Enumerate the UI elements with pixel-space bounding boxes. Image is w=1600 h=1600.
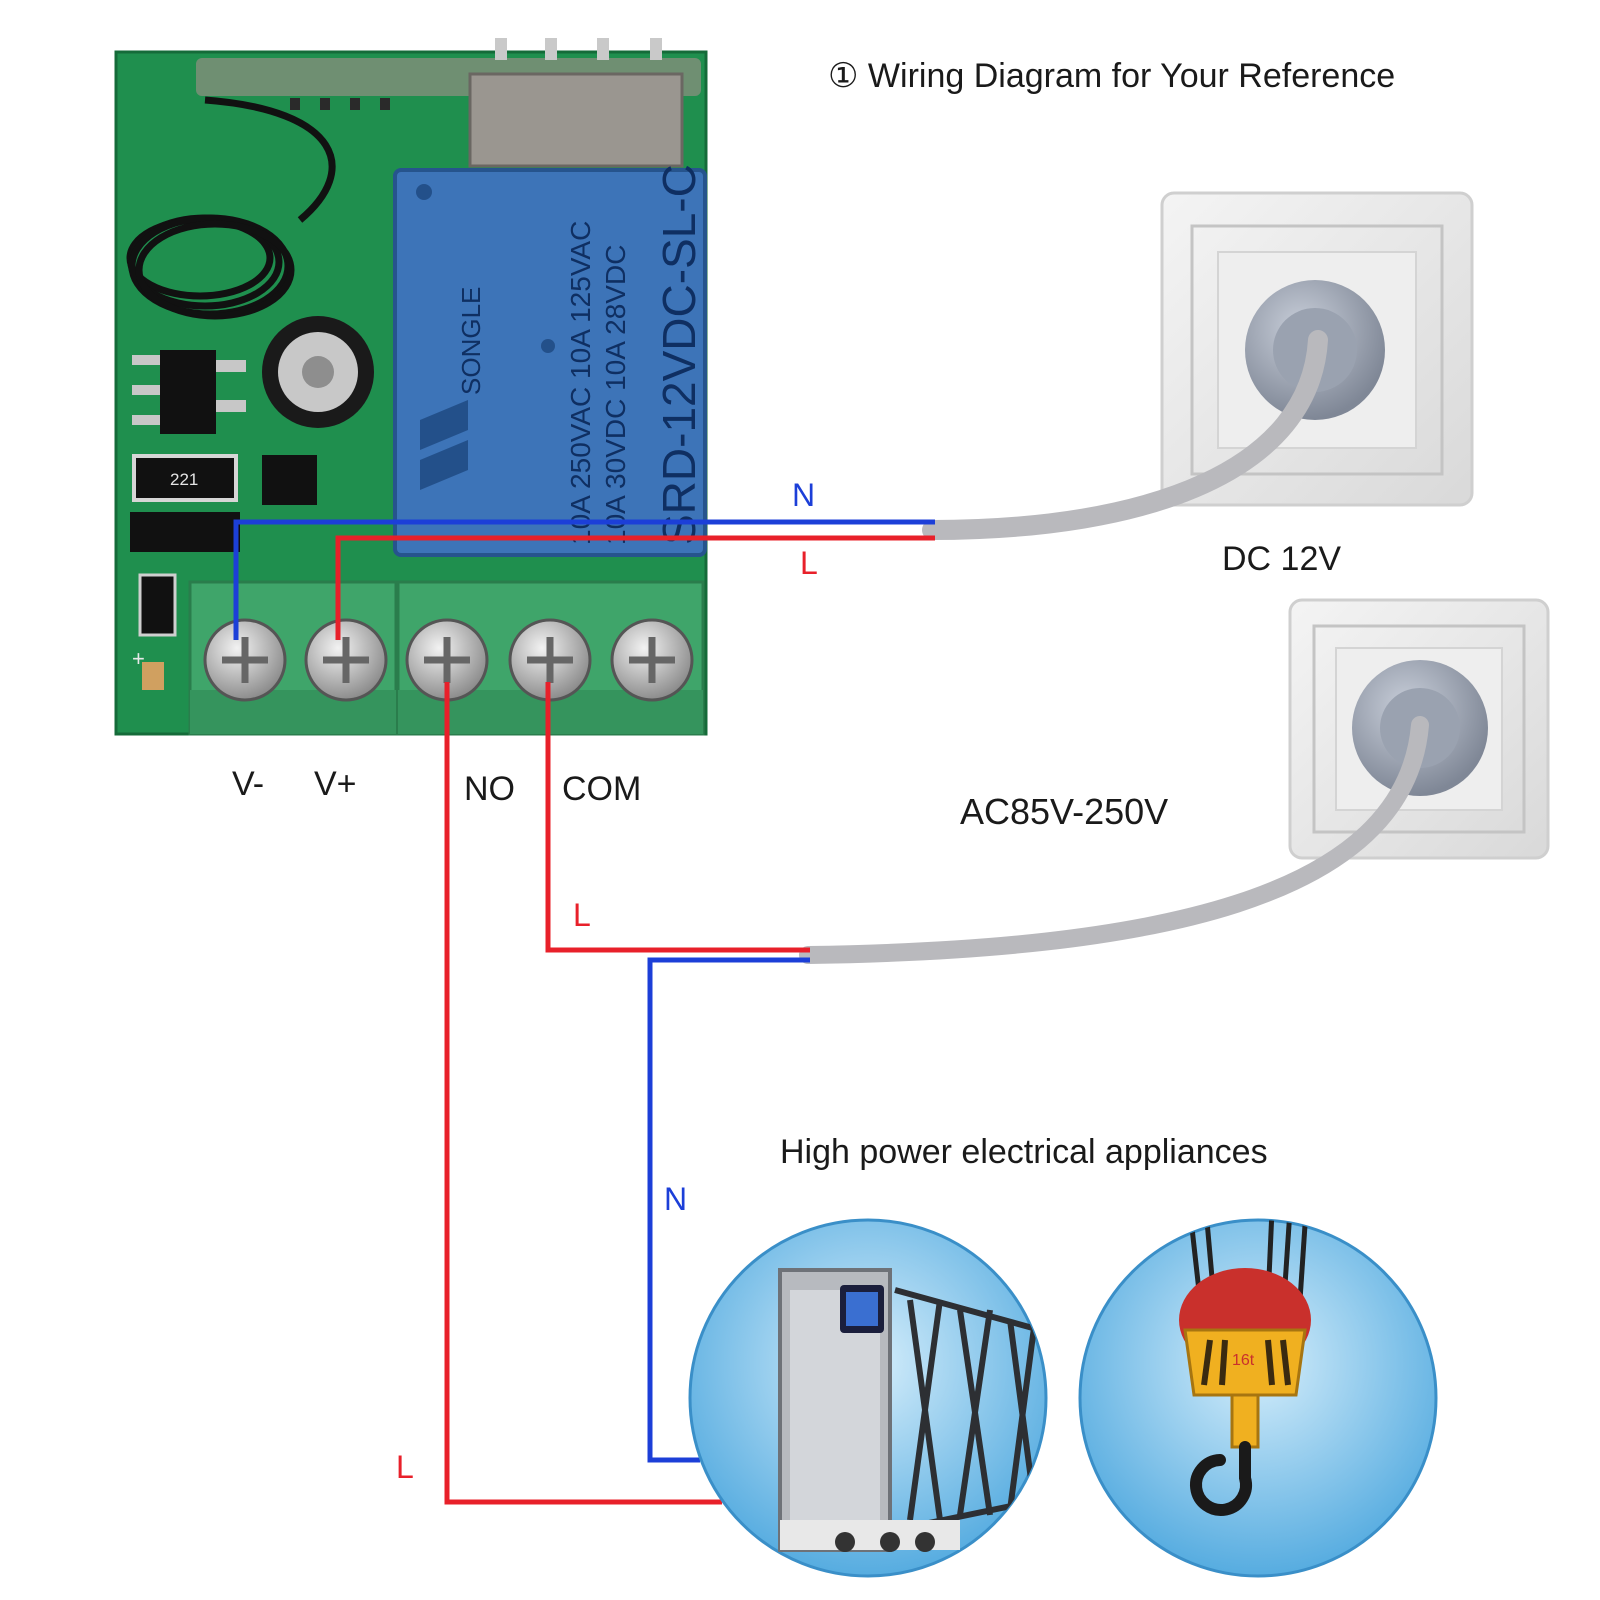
- resistor-221: [132, 454, 238, 502]
- relay: SONGLE SRD-12VDC-SL-C 10A 250VAC 10A 125…: [393, 164, 707, 557]
- svg-text:+: +: [132, 646, 145, 671]
- regulator-chip: [160, 350, 216, 434]
- crane-hook-appliance-circle: 16t: [1078, 1218, 1438, 1578]
- terminal-label-v-minus: V-: [232, 765, 264, 803]
- hook-rating: 16t: [1232, 1352, 1255, 1369]
- screw-v-plus: [304, 618, 388, 702]
- screw-nc: [610, 618, 694, 702]
- terminal-label-v-plus: V+: [314, 765, 357, 803]
- wire-label-dc-live: L: [800, 545, 818, 581]
- terminal-label-com: COM: [562, 770, 641, 808]
- dc-live-wire: [335, 535, 935, 640]
- ac-supply-cable: [799, 716, 1429, 964]
- receiver-module: 221 + SONGLE SRD-12VDC-SL-C 10A 250VAC 1…: [114, 38, 708, 736]
- no-live-wire: [444, 682, 722, 1505]
- appliances-label: High power electrical appliances: [780, 1133, 1268, 1171]
- wires: [233, 519, 935, 1505]
- resistor-code: 221: [170, 470, 198, 489]
- dc-neutral-wire: [233, 519, 935, 640]
- relay-rating-2: 10A 30VDC 10A 28VDC: [600, 245, 631, 545]
- wire-label-ac-live: L: [573, 897, 591, 933]
- relay-brand: SONGLE: [456, 287, 486, 395]
- dc-supply-cable: [922, 330, 1328, 540]
- dc-source-label: DC 12V: [1222, 540, 1341, 578]
- diagram-title: ① Wiring Diagram for Your Reference: [828, 57, 1395, 95]
- com-live-wire: [545, 682, 810, 953]
- terminal-label-no: NO: [464, 770, 515, 808]
- relay-model: SRD-12VDC-SL-C: [653, 164, 705, 545]
- antenna-coil: [126, 96, 336, 320]
- relay-rating-1: 10A 250VAC 10A 125VAC: [565, 221, 596, 545]
- wire-label-ac-neutral: N: [664, 1181, 687, 1217]
- led: [142, 662, 164, 690]
- capacitor: [262, 316, 374, 428]
- gate-appliance-circle: [688, 1218, 1048, 1578]
- wire-label-dc-neutral: N: [792, 477, 815, 513]
- ac-neutral-wire: [647, 957, 810, 1463]
- relay-body: [393, 168, 707, 557]
- ac-source-label: AC85V-250V: [960, 791, 1168, 832]
- screw-v-minus: [203, 618, 287, 702]
- wire-label-load-live: L: [396, 1449, 414, 1485]
